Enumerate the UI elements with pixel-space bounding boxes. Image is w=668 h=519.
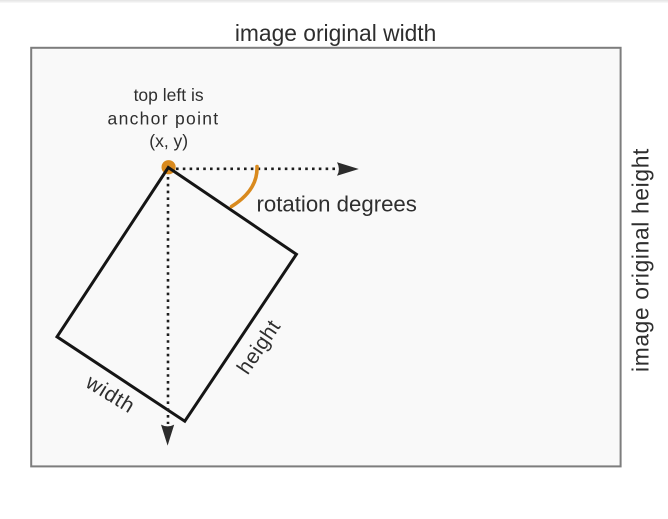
svg-text:rotation degrees: rotation degrees: [257, 192, 417, 217]
svg-text:anchor point: anchor point: [108, 108, 220, 128]
svg-text:image original width: image original width: [235, 20, 436, 46]
svg-text:top left is: top left is: [134, 85, 204, 105]
svg-text:image original height: image original height: [628, 148, 654, 372]
svg-text:(x, y): (x, y): [149, 131, 188, 151]
